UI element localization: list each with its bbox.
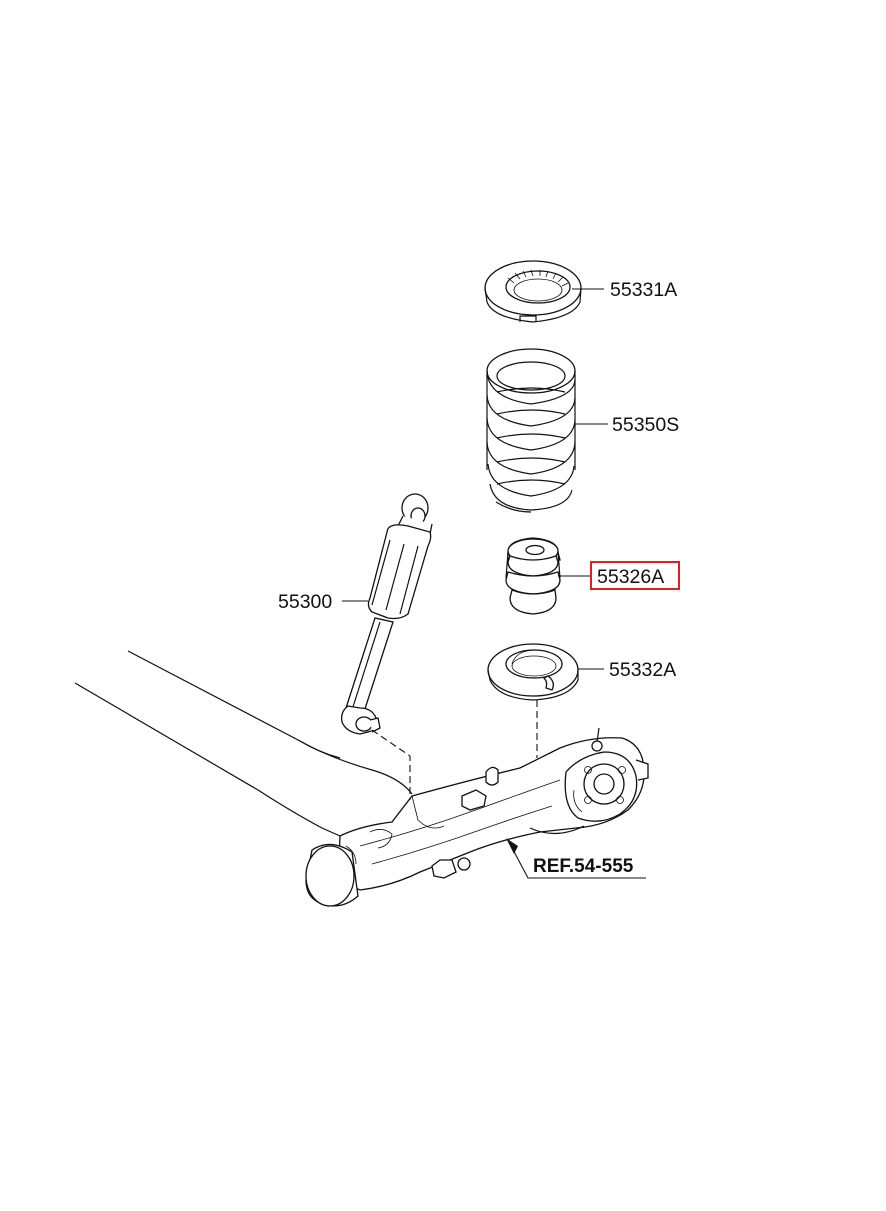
bump-stopper-part[interactable] bbox=[505, 537, 561, 615]
assembly-guide-lines bbox=[371, 700, 538, 800]
part-label-55350s[interactable]: 55350S bbox=[612, 414, 679, 436]
part-label-55300[interactable]: 55300 bbox=[278, 591, 332, 613]
reference-label[interactable]: REF.54-555 bbox=[533, 856, 634, 877]
part-label-55326a[interactable]: 55326A bbox=[597, 566, 664, 588]
part-label-55332a[interactable]: 55332A bbox=[609, 659, 676, 681]
coil-spring-part[interactable] bbox=[486, 348, 576, 513]
upper-spring-pad-part[interactable] bbox=[484, 260, 582, 323]
rear-axle-beam bbox=[74, 650, 649, 907]
shock-absorber-part[interactable] bbox=[340, 493, 433, 735]
part-label-55331a[interactable]: 55331A bbox=[610, 279, 677, 301]
lower-spring-pad-part[interactable] bbox=[487, 643, 579, 701]
reference-callout bbox=[506, 838, 646, 879]
highlight-box bbox=[590, 561, 680, 590]
